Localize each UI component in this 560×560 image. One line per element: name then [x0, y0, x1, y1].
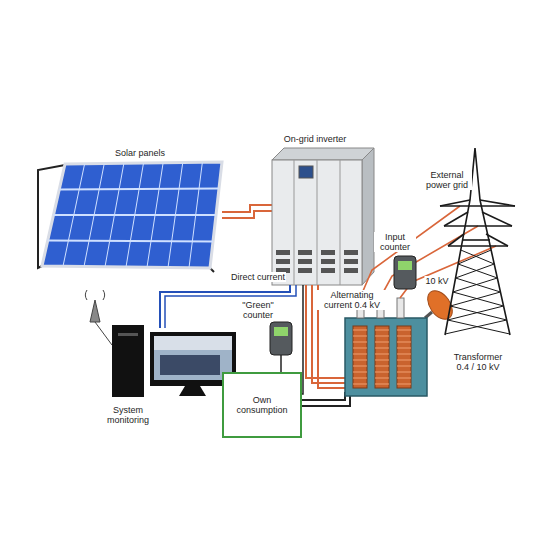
inverter-vents: [276, 250, 358, 273]
tower-bracing: [445, 250, 510, 334]
inverter-side: [362, 148, 374, 285]
transformer-coils: [353, 326, 411, 388]
hv-wire: [360, 206, 460, 298]
monitor-stand: [179, 386, 206, 396]
inverter-cabinet: [272, 160, 362, 285]
data-wire: [160, 285, 290, 328]
current-label: Direct current: [230, 272, 286, 282]
transformer-tank: [345, 318, 427, 396]
current-label: Alternating current 0.4 kV: [317, 290, 387, 310]
panel-grid: [48, 162, 219, 268]
input-counter-meter: [394, 256, 416, 289]
load-wire: [300, 392, 345, 400]
box-text: Own consumption: [229, 395, 295, 415]
computer-tower: [112, 325, 144, 397]
inverter-display: [299, 166, 313, 178]
load-wire: [300, 395, 350, 406]
load-box: Own consumption: [222, 372, 302, 438]
monitoring-label: System monitoring: [96, 405, 160, 425]
dc-wire: [222, 211, 272, 218]
solar-panel: [42, 162, 222, 268]
green-counter-meter: [270, 322, 292, 355]
inverter-top: [272, 148, 374, 160]
panel-label: Solar panels: [114, 148, 166, 158]
transformer-label: Transformer 0.4 / 10 kV: [446, 352, 510, 372]
voltage-label: 10 kV: [424, 276, 449, 286]
counter-label: Input counter: [374, 232, 416, 252]
monitor-screen: [154, 336, 232, 380]
inverter-label: On-grid inverter: [283, 134, 348, 144]
counter-label: "Green" counter: [237, 300, 279, 320]
antenna: [90, 300, 100, 322]
grid-label: External power grid: [422, 170, 472, 190]
